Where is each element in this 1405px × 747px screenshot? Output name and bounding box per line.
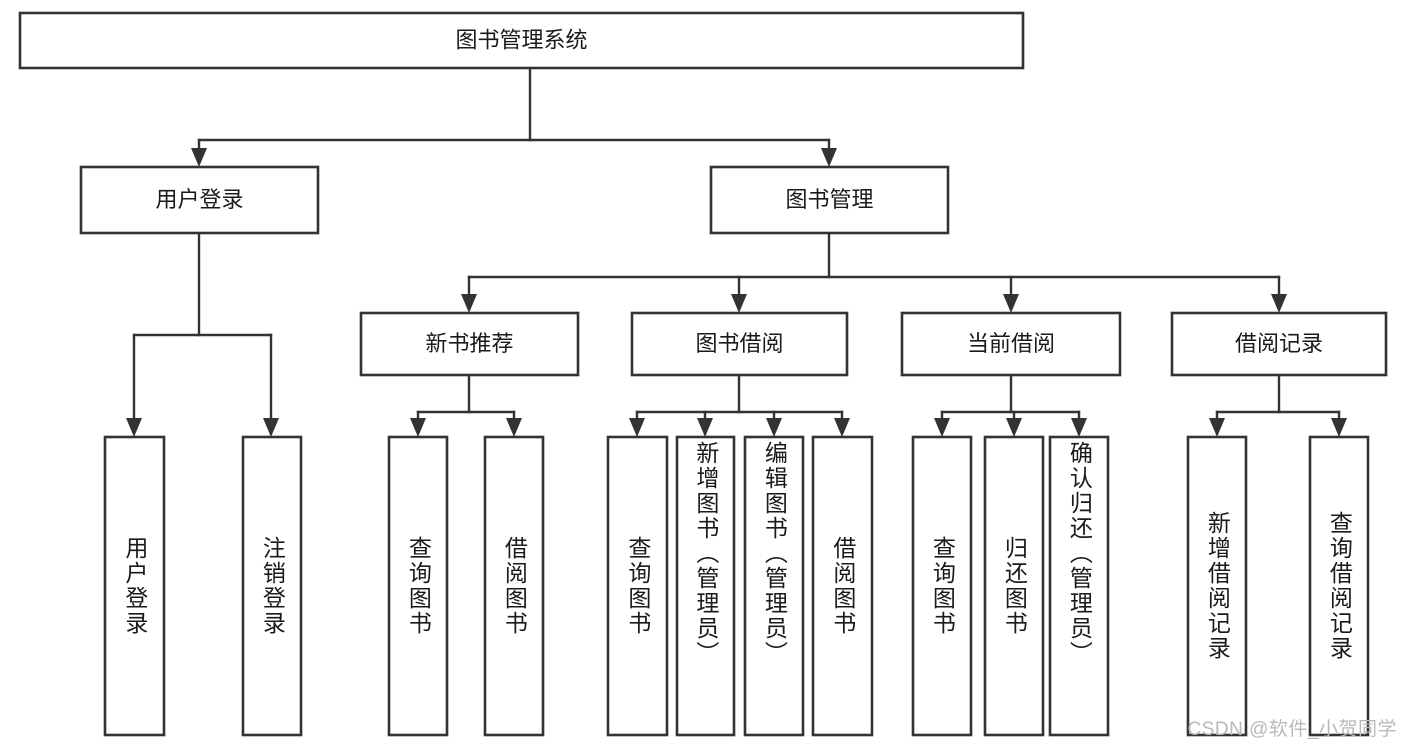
group-1-to-leaf-2-arrow-icon (766, 418, 782, 437)
group-0-to-leaf-1-arrow-icon (506, 418, 522, 437)
watermark: CSDN @软件_小贺同学 (1187, 719, 1397, 740)
manage-to-level3-0-arrow-icon (461, 294, 477, 313)
group-2-to-leaf-0-arrow-icon (934, 418, 950, 437)
node-leaf-2[interactable] (387, 435, 449, 737)
manage-to-level3-3-arrow-icon (1271, 294, 1287, 313)
node-leaf-3[interactable] (483, 435, 545, 737)
node-level3-2-label: 当前借阅 (967, 331, 1055, 356)
group-2-to-leaf-2-arrow-icon (1071, 418, 1087, 437)
node-leaf-6[interactable] (743, 435, 805, 737)
node-level3-2[interactable] (900, 311, 1122, 377)
group-1-to-leaf-3-arrow-icon (834, 418, 850, 437)
node-level2-0[interactable] (79, 165, 320, 235)
node-level3-0-label: 新书推荐 (425, 331, 513, 356)
connector-edges (126, 66, 1347, 437)
node-leaf-5[interactable] (675, 435, 736, 737)
manage-to-level3-1-arrow-icon (731, 294, 747, 313)
group-1-to-leaf-0-arrow-icon (629, 418, 645, 437)
node-level3-3-label: 借阅记录 (1235, 331, 1323, 356)
node-level2-1-label: 图书管理 (785, 187, 873, 212)
manage-to-level3-2-arrow-icon (1003, 294, 1019, 313)
node-level3-1-label: 图书借阅 (695, 331, 783, 356)
node-leaf-11[interactable] (1186, 435, 1248, 737)
root-to-level2-1-arrow-icon (821, 148, 837, 167)
node-level2-0-label: 用户登录 (155, 187, 243, 212)
node-leaf-8[interactable] (911, 435, 973, 737)
node-leaf-10[interactable] (1048, 435, 1110, 737)
node-leaf-0[interactable] (103, 435, 166, 737)
login-to-leaf-1-arrow-icon (263, 418, 279, 437)
login-to-leaf-0-arrow-icon (126, 418, 142, 437)
group-3-to-leaf-0-arrow-icon (1209, 418, 1225, 437)
node-leaf-7[interactable] (811, 435, 874, 737)
node-leaf-12[interactable] (1308, 435, 1370, 737)
node-root-label: 图书管理系统 (455, 27, 587, 52)
node-level3-1[interactable] (630, 311, 849, 377)
node-level3-3[interactable] (1170, 311, 1388, 377)
node-boxes (18, 11, 1388, 737)
group-1-to-leaf-1-arrow-icon (697, 418, 713, 437)
root-to-level2-0-arrow-icon (191, 148, 207, 167)
group-0-to-leaf-0-arrow-icon (410, 418, 426, 437)
node-root[interactable] (18, 11, 1025, 70)
node-level2-1[interactable] (709, 165, 950, 235)
node-leaf-1[interactable] (241, 435, 303, 737)
node-leaf-9[interactable] (983, 435, 1045, 737)
node-level3-0[interactable] (359, 311, 580, 377)
group-2-to-leaf-1-arrow-icon (1006, 418, 1022, 437)
group-3-to-leaf-1-arrow-icon (1331, 418, 1347, 437)
node-leaf-4[interactable] (606, 435, 669, 737)
